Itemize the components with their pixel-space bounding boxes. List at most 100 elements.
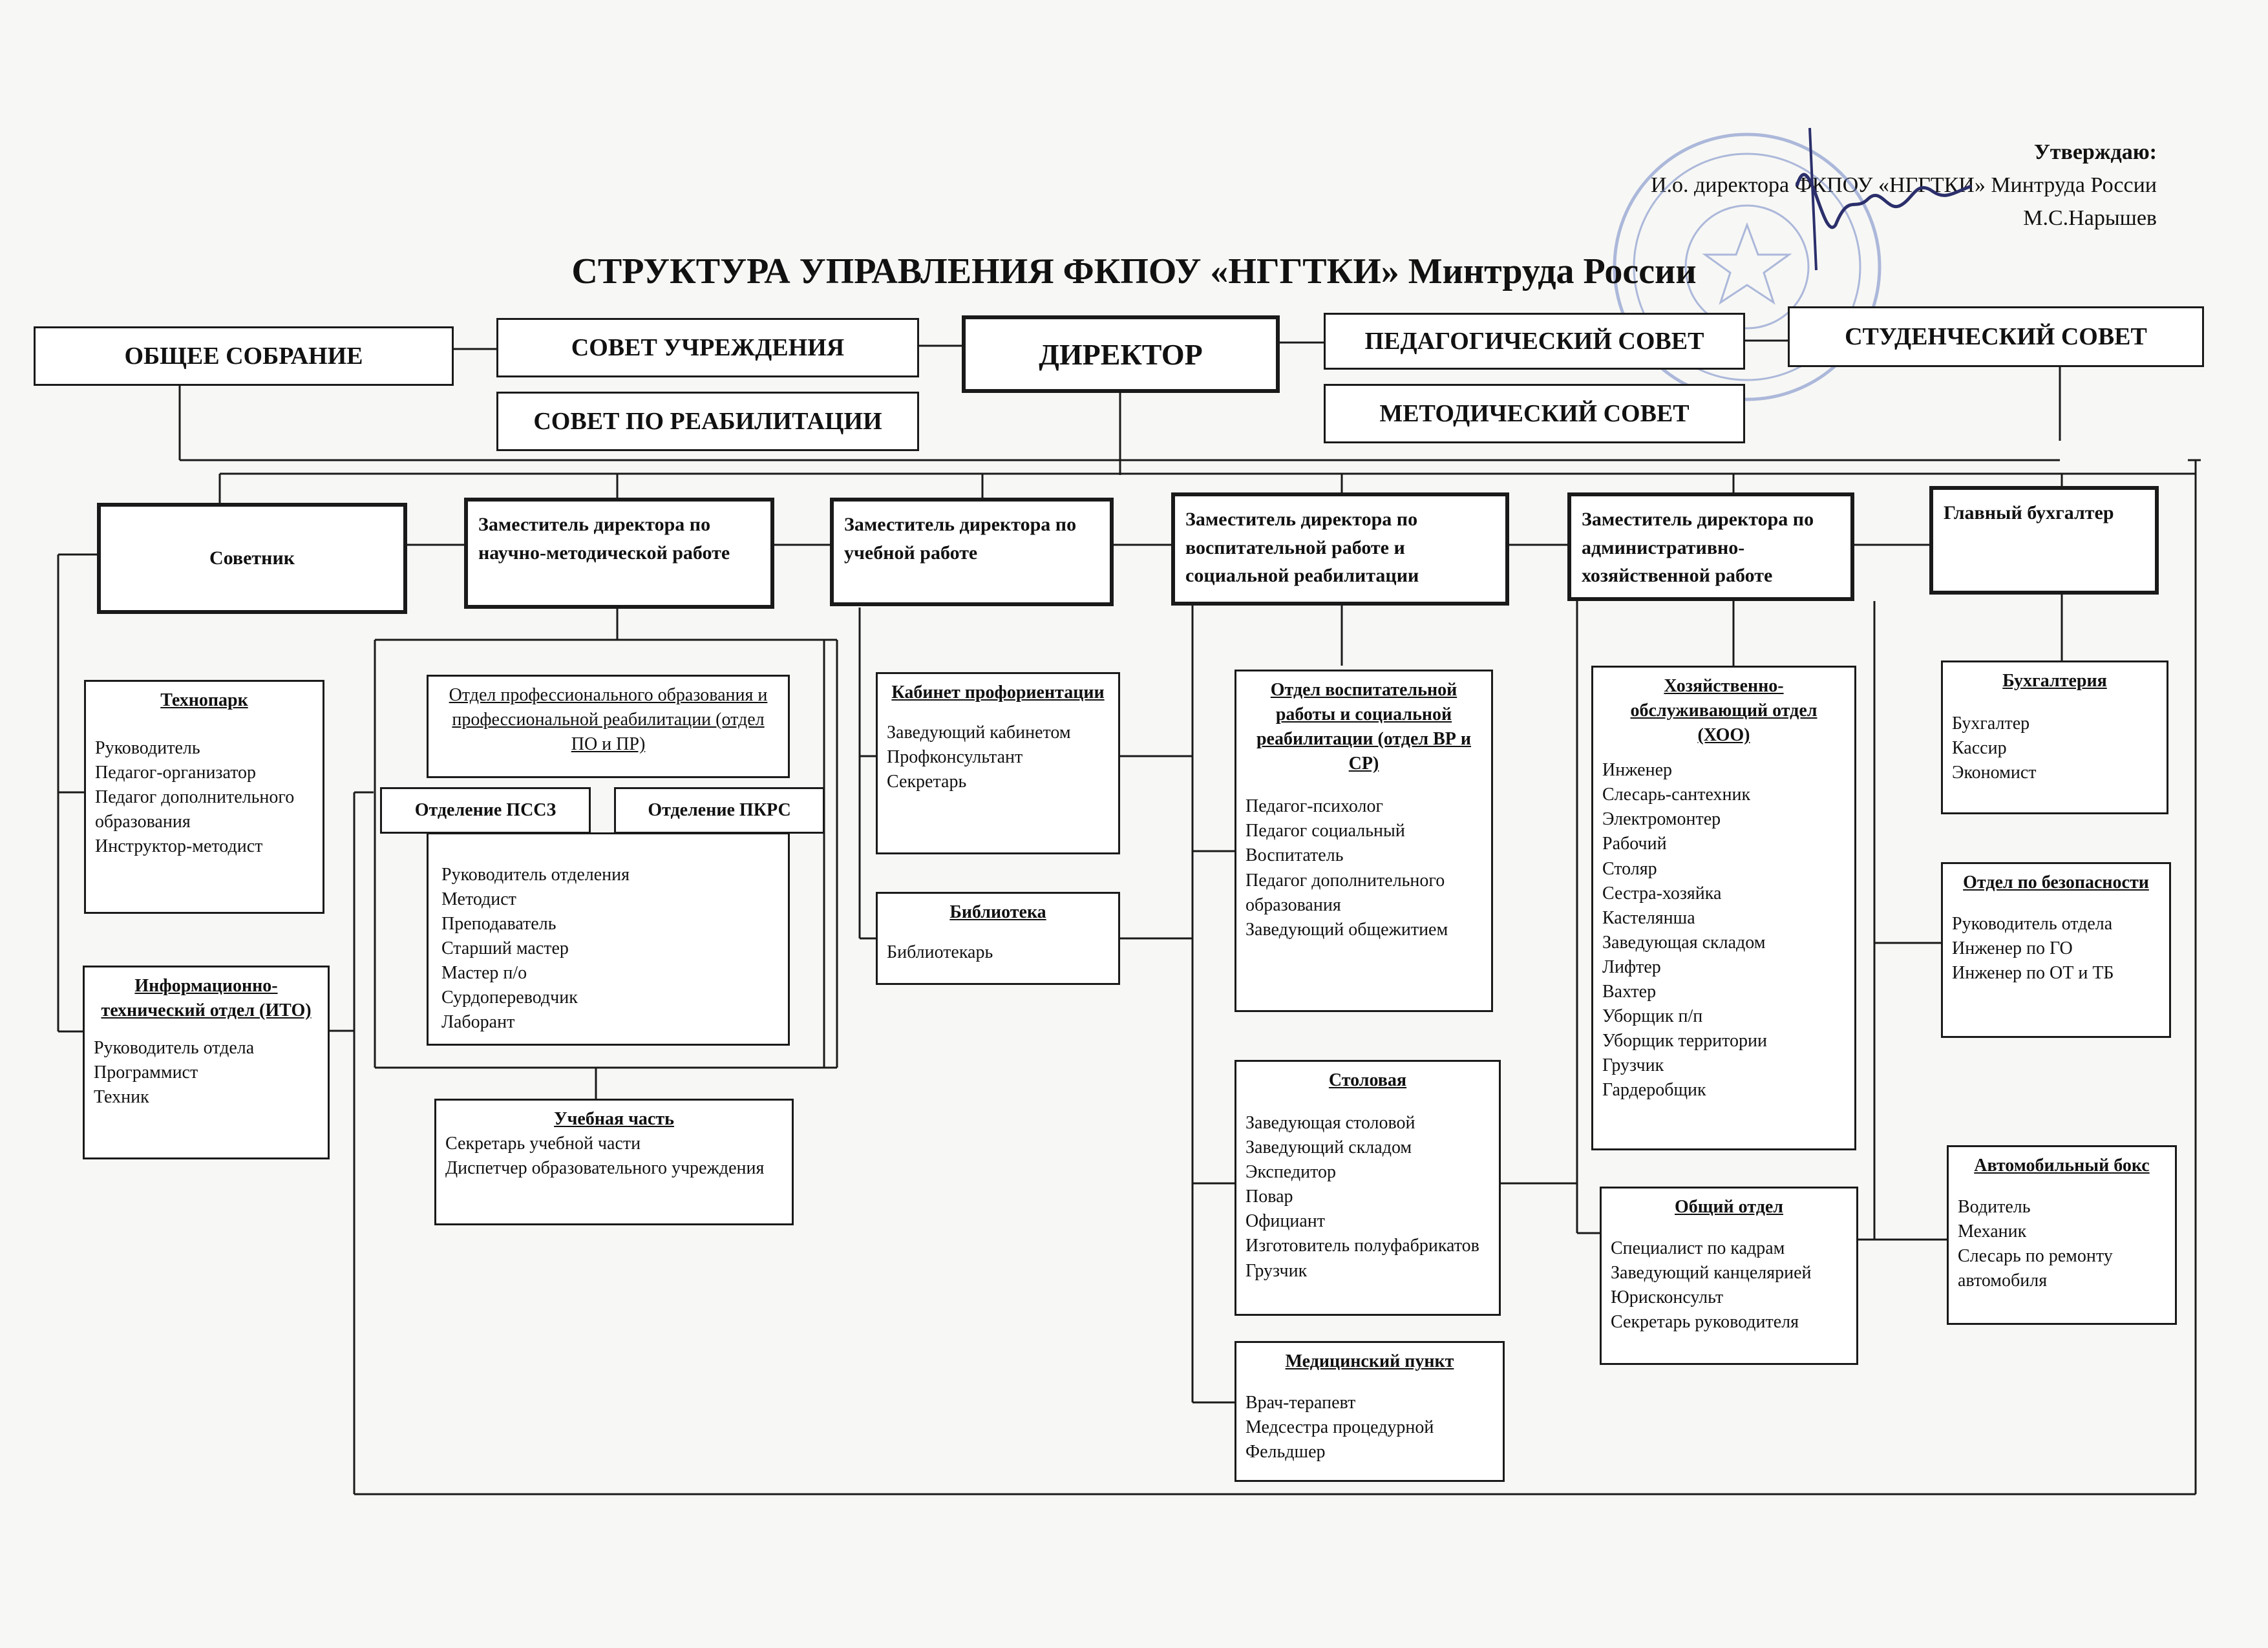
page-title: СТРУКТУРА УПРАВЛЕНИЯ ФКПОУ «НГГТКИ» Минт… [571,251,1697,291]
library-title: Библиотека [949,902,1046,922]
list-item: Грузчик [1245,1260,1308,1281]
approval-position: И.о. директора ФКПОУ «НГГТКИ» Минтруда Р… [1650,173,2157,197]
director-label: ДИРЕКТОР [1039,337,1203,371]
list-item: Сестра-хозяйка [1602,883,1722,903]
list-item: Лаборант [441,1012,515,1033]
student-council-box: СТУДЕНЧЕСКИЙ СОВЕТ [1788,306,2204,367]
list-item: Повар [1245,1187,1293,1207]
chief-accountant-label: Главный бухгалтер [1944,502,2114,523]
list-item: Столяр [1602,858,1657,879]
deputy-education-label: Заместитель директора по учебной работе [844,514,1077,564]
list-item: Воспитатель [1245,845,1344,866]
list-item: Уборщик территории [1602,1031,1767,1051]
garage-box: Автомобильный бокс Водитель Механик Слес… [1947,1145,2177,1325]
divisions-staff-box: Руководитель отделения Методист Преподав… [427,832,790,1046]
list-item: Специалист по кадрам [1611,1238,1785,1259]
list-item: Техник [94,1087,149,1108]
student-council-label: СТУДЕНЧЕСКИЙ СОВЕТ [1845,323,2147,350]
list-item: Фельдшер [1245,1442,1326,1463]
general-department-title: Общий отдел [1675,1197,1783,1217]
list-item: Гардеробщик [1602,1080,1706,1101]
list-item: Заведующий общежитием [1245,919,1448,940]
approval-name: М.С.Нарышев [2023,206,2157,230]
list-item: Слесарь-сантехник [1602,785,1751,805]
list-item: Заведующий канцелярией [1611,1263,1812,1284]
canteen-title: Столовая [1328,1070,1407,1090]
list-item: Методист [441,889,516,910]
career-office-title: Кабинет профориентации [891,682,1105,703]
list-item: Электромонтер [1602,809,1721,830]
list-item: Библиотекарь [887,942,993,963]
list-item: Водитель [1958,1197,2031,1218]
list-item: Педагог социальный [1245,821,1405,841]
deputy-science-label: Заместитель директора по научно-методиче… [478,514,730,564]
general-meeting-box: ОБЩЕЕ СОБРАНИЕ [34,326,454,386]
institution-council-label: СОВЕТ УЧРЕЖДЕНИЯ [571,334,845,361]
list-item: Уборщик п/п [1602,1006,1703,1027]
official-stamp [1613,132,1881,401]
pssz-title: Отделение ПССЗ [414,800,556,820]
list-item: Педагог-организатор [95,763,257,783]
pkrs-box: Отделение ПКРС [614,787,825,834]
methodical-council-label: МЕТОДИЧЕСКИЙ СОВЕТ [1379,400,1690,427]
methodical-council-box: МЕТОДИЧЕСКИЙ СОВЕТ [1324,384,1745,443]
rehab-council-box: СОВЕТ ПО РЕАБИЛИТАЦИИ [496,392,919,451]
list-item: Слесарь по ремонту автомобиля [1958,1246,2113,1291]
list-item: Секретарь руководителя [1611,1312,1799,1333]
list-item: Врач-терапевт [1245,1393,1356,1413]
list-item: Вахтер [1602,981,1657,1002]
ito-title: Информационно-технический отдел (ИТО) [101,976,312,1021]
list-item: Профконсультант [887,747,1023,768]
list-item: Руководитель отделения [441,865,630,885]
list-item: Экспедитор [1245,1162,1336,1183]
hoo-title: Хозяйственно-обслуживающий отдел (ХОО) [1630,676,1818,746]
career-office-box: Кабинет профориентации Заведующий кабине… [876,672,1120,854]
list-item: Руководитель [95,738,200,759]
chief-accountant-box: Главный бухгалтер [1929,486,2159,595]
canteen-box: Столовая Заведующая столовой Заведующий … [1235,1060,1501,1316]
institution-council-box: СОВЕТ УЧРЕЖДЕНИЯ [496,318,919,377]
security-title: Отдел по безопасности [1963,872,2149,893]
general-meeting-label: ОБЩЕЕ СОБРАНИЕ [124,343,363,370]
list-item: Руководитель отдела [1952,914,2113,935]
list-item: Механик [1958,1221,2027,1242]
deputy-science-box: Заместитель директора по научно-методиче… [464,498,774,609]
pkrs-title: Отделение ПКРС [648,800,791,820]
medical-box: Медицинский пункт Врач-терапевт Медсестр… [1235,1341,1505,1482]
list-item: Программист [94,1062,198,1083]
general-department-box: Общий отдел Специалист по кадрам Заведую… [1600,1187,1858,1365]
director-box: ДИРЕКТОР [962,315,1280,393]
list-item: Бухгалтер [1952,713,2030,734]
list-item: Мастер п/о [441,963,527,984]
list-item: Старший мастер [441,938,569,959]
approval-block: Утверждаю: И.о. директора ФКПОУ «НГГТКИ»… [1651,136,2157,235]
list-item: Диспетчер образовательного учреждения [445,1158,765,1179]
list-item: Руководитель отдела [94,1038,255,1059]
library-box: Библиотека Библиотекарь [876,892,1120,985]
accounting-box: Бухгалтерия Бухгалтер Кассир Экономист [1941,660,2168,814]
list-item: Преподаватель [441,914,556,935]
list-item: Заведующий кабинетом [887,723,1071,743]
list-item: Заведующий складом [1245,1137,1412,1158]
list-item: Заведующая столовой [1245,1113,1415,1134]
list-item: Секретарь учебной части [445,1134,641,1154]
accounting-title: Бухгалтерия [2002,671,2107,691]
pedagogical-council-label: ПЕДАГОГИЧЕСКИЙ СОВЕТ [1364,328,1704,355]
list-item: Секретарь [887,772,967,792]
list-item: Официант [1245,1211,1325,1232]
deputy-upbringing-box: Заместитель директора по воспитательной … [1171,492,1509,606]
pssz-box: Отделение ПССЗ [380,787,591,834]
list-item: Заведующая складом [1602,932,1766,953]
vr-sr-title: Отдел воспитательной работы и социальной… [1256,680,1472,774]
list-item: Грузчик [1602,1055,1664,1076]
list-item: Педагог дополнительного образования [95,787,295,832]
pedagogical-council-box: ПЕДАГОГИЧЕСКИЙ СОВЕТ [1324,313,1745,370]
list-item: Рабочий [1602,834,1667,854]
medical-title: Медицинский пункт [1285,1351,1454,1371]
list-item: Экономист [1952,763,2037,783]
advisor-box: Советник [97,503,407,614]
list-item: Инженер по ОТ и ТБ [1952,963,2114,984]
advisor-label: Советник [209,547,295,569]
list-item: Юрисконсульт [1611,1287,1724,1308]
